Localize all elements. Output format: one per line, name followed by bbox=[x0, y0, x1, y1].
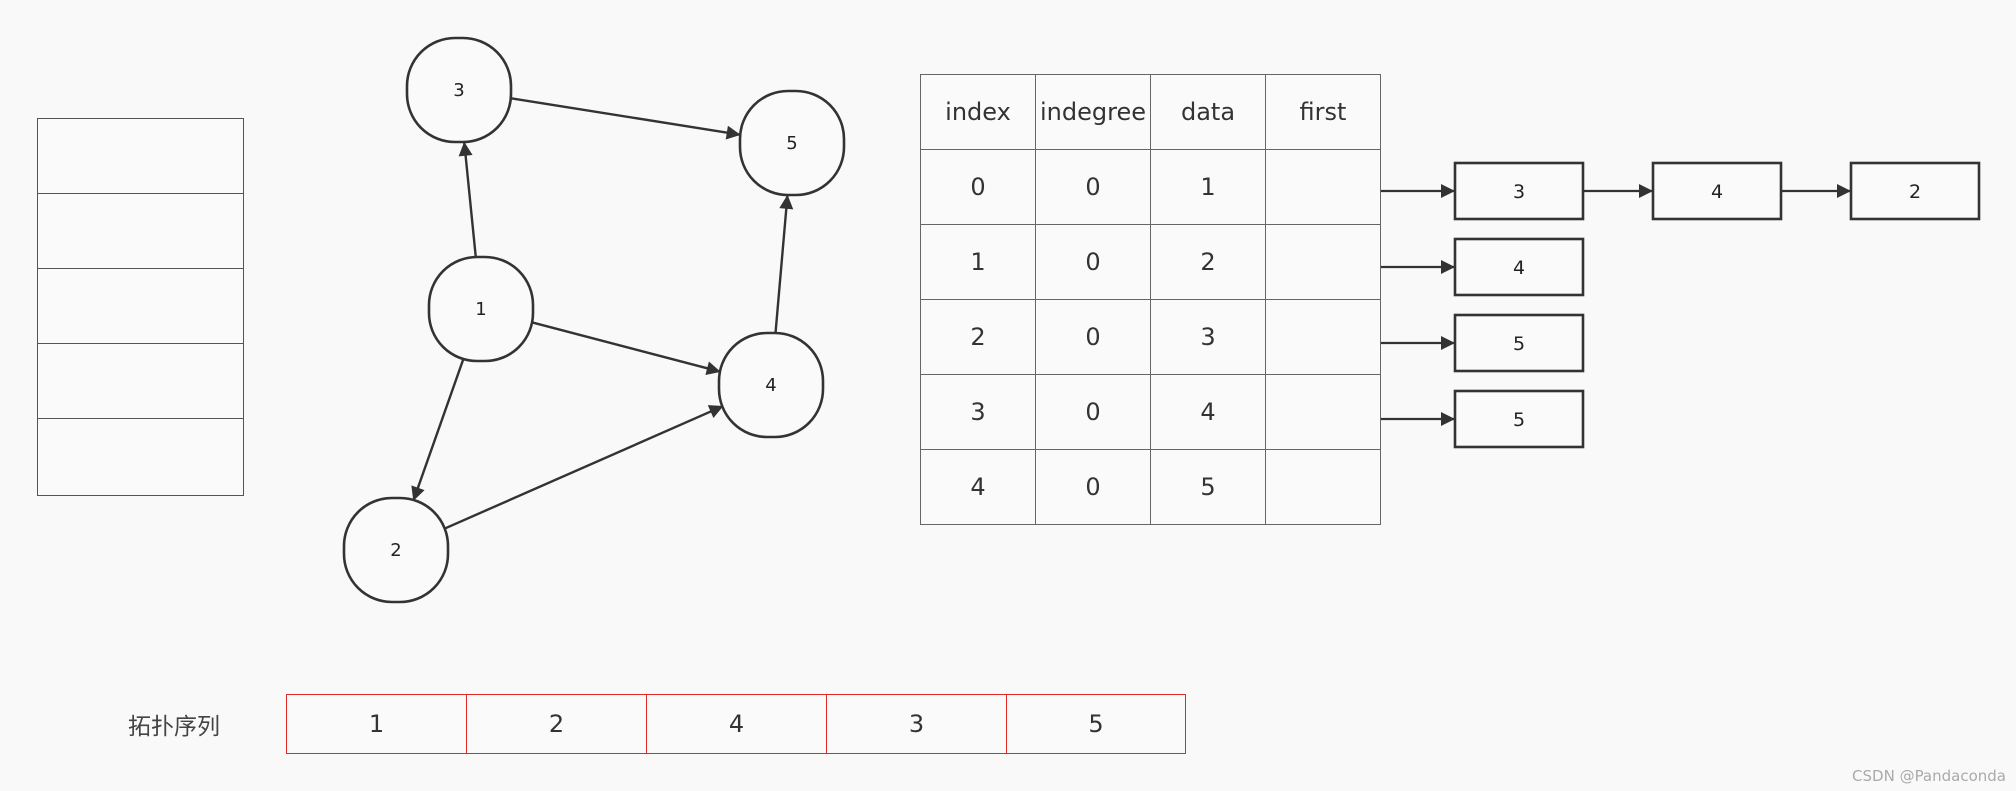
stack-cell bbox=[38, 269, 243, 344]
edge-n2-n4 bbox=[443, 404, 724, 531]
node-label: 3 bbox=[453, 80, 464, 101]
list-node-box bbox=[1453, 389, 1585, 449]
topo-cell: 4 bbox=[647, 695, 827, 753]
list-node-label: 4 bbox=[1513, 257, 1525, 279]
graph-node-1: 1 bbox=[427, 255, 535, 363]
adjacency-lists: 3 4 2 4 5 5 bbox=[1320, 161, 1981, 449]
edge-n1-n4 bbox=[530, 321, 722, 376]
node-circle bbox=[738, 89, 846, 197]
cell-indegree: 0 bbox=[1035, 299, 1151, 375]
topological-order: 1 2 4 3 5 bbox=[286, 694, 1186, 754]
stack bbox=[37, 118, 244, 496]
cell-indegree: 0 bbox=[1035, 374, 1151, 450]
cell-first bbox=[1265, 149, 1381, 225]
table-row: 1 0 2 bbox=[920, 224, 1381, 300]
node-circle bbox=[342, 496, 450, 604]
topological-order-label: 拓扑序列 bbox=[128, 714, 220, 740]
node-label: 1 bbox=[475, 299, 486, 320]
list-node-label: 5 bbox=[1513, 333, 1525, 355]
stack-cell bbox=[38, 344, 243, 419]
topo-cell: 5 bbox=[1088, 710, 1104, 738]
node-circle bbox=[405, 36, 513, 144]
list-node-box bbox=[1849, 161, 1981, 221]
list-node-box bbox=[1453, 237, 1585, 297]
header-indegree: indegree bbox=[1035, 74, 1151, 150]
edge-n1-n2 bbox=[411, 357, 465, 502]
list-node-box bbox=[1453, 161, 1585, 221]
cell-index: 2 bbox=[920, 299, 1036, 375]
cell-data: 3 bbox=[1150, 299, 1266, 375]
cell-first bbox=[1265, 449, 1381, 525]
cell-indegree: 0 bbox=[1035, 449, 1151, 525]
node-circle bbox=[717, 331, 825, 439]
table-header-row: index indegree data first bbox=[920, 74, 1381, 150]
topo-cell: 1 bbox=[287, 695, 467, 753]
list-node-box bbox=[1453, 313, 1585, 373]
edge-n4-n5 bbox=[774, 194, 794, 334]
cell-indegree: 0 bbox=[1035, 224, 1151, 300]
graph-node-2: 2 bbox=[342, 496, 450, 604]
table-row: 4 0 5 bbox=[920, 449, 1381, 525]
cell-index: 1 bbox=[920, 224, 1036, 300]
header-first: first bbox=[1265, 74, 1381, 150]
node-label: 2 bbox=[390, 540, 401, 561]
cell-index: 3 bbox=[920, 374, 1036, 450]
graph-node-4: 4 bbox=[717, 331, 825, 439]
header-data: data bbox=[1150, 74, 1266, 150]
list-node-label: 2 bbox=[1909, 181, 1921, 203]
cell-first bbox=[1265, 224, 1381, 300]
node-circle bbox=[427, 255, 535, 363]
list-node-label: 3 bbox=[1513, 181, 1525, 203]
table-row: 0 0 1 bbox=[920, 149, 1381, 225]
cell-indegree: 0 bbox=[1035, 149, 1151, 225]
adjacency-table: index indegree data first 0 0 1 1 0 2 2 … bbox=[920, 74, 1381, 525]
stack-cell bbox=[38, 119, 243, 194]
edge-n3-n5 bbox=[510, 96, 741, 140]
graph-node-5: 5 bbox=[738, 89, 846, 197]
table-row: 3 0 4 bbox=[920, 374, 1381, 450]
cell-data: 5 bbox=[1150, 449, 1266, 525]
graph-edges bbox=[411, 96, 794, 531]
stack-cell bbox=[38, 194, 243, 269]
node-label: 5 bbox=[786, 133, 797, 154]
table-row: 2 0 3 bbox=[920, 299, 1381, 375]
list-node-label: 4 bbox=[1711, 181, 1723, 203]
cell-first bbox=[1265, 374, 1381, 450]
cell-index: 4 bbox=[920, 449, 1036, 525]
edge-n1-n3 bbox=[458, 141, 477, 258]
header-index: index bbox=[920, 74, 1036, 150]
graph-nodes: 1 2 3 4 5 bbox=[342, 36, 846, 604]
node-label: 4 bbox=[765, 375, 776, 396]
graph-node-3: 3 bbox=[405, 36, 513, 144]
cell-index: 0 bbox=[920, 149, 1036, 225]
cell-data: 4 bbox=[1150, 374, 1266, 450]
topo-cell: 3 bbox=[827, 695, 1007, 753]
cell-data: 2 bbox=[1150, 224, 1266, 300]
list-node-box bbox=[1651, 161, 1783, 221]
cell-data: 1 bbox=[1150, 149, 1266, 225]
list-node-label: 5 bbox=[1513, 409, 1525, 431]
topo-cell: 2 bbox=[467, 695, 647, 753]
cell-first bbox=[1265, 299, 1381, 375]
watermark: CSDN @Pandaconda bbox=[1852, 767, 2006, 785]
